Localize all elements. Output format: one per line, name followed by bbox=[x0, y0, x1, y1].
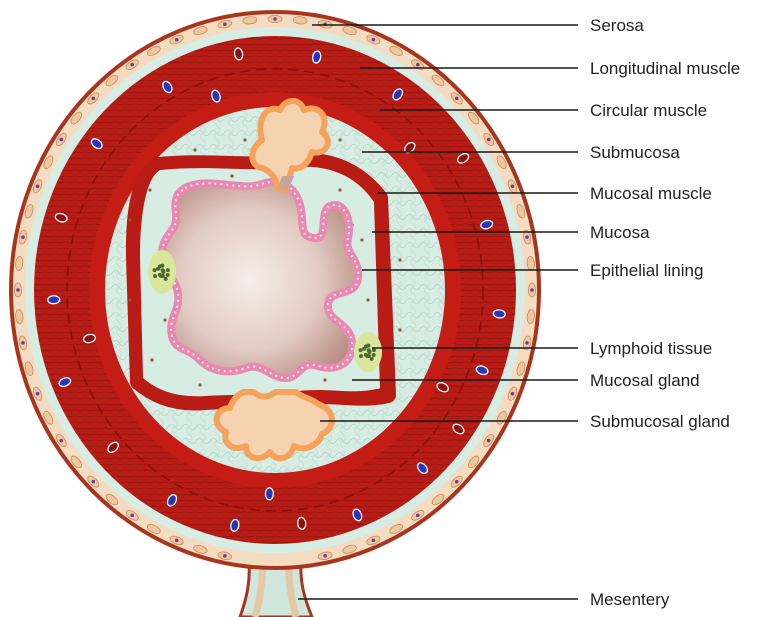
lumen bbox=[162, 182, 358, 378]
lymphoid-tissue-left bbox=[148, 250, 176, 294]
label-mucosa: Mucosa bbox=[590, 223, 650, 242]
label-mucosal-gland: Mucosal gland bbox=[590, 371, 700, 390]
label-serosa: Serosa bbox=[590, 16, 644, 35]
label-submucosal-gland: Submucosal gland bbox=[590, 412, 730, 431]
label-longitudinal-muscle: Longitudinal muscle bbox=[590, 59, 740, 78]
label-lymphoid-tissue: Lymphoid tissue bbox=[590, 339, 712, 358]
label-submucosa: Submucosa bbox=[590, 143, 680, 162]
labels: Serosa Longitudinal muscle Circular musc… bbox=[590, 16, 740, 609]
label-mucosal-muscle: Mucosal muscle bbox=[590, 184, 712, 203]
label-circular-muscle: Circular muscle bbox=[590, 101, 707, 120]
label-epithelial-lining: Epithelial lining bbox=[590, 261, 703, 280]
lymphoid-tissue-right bbox=[354, 332, 382, 372]
label-mesentery: Mesentery bbox=[590, 590, 670, 609]
